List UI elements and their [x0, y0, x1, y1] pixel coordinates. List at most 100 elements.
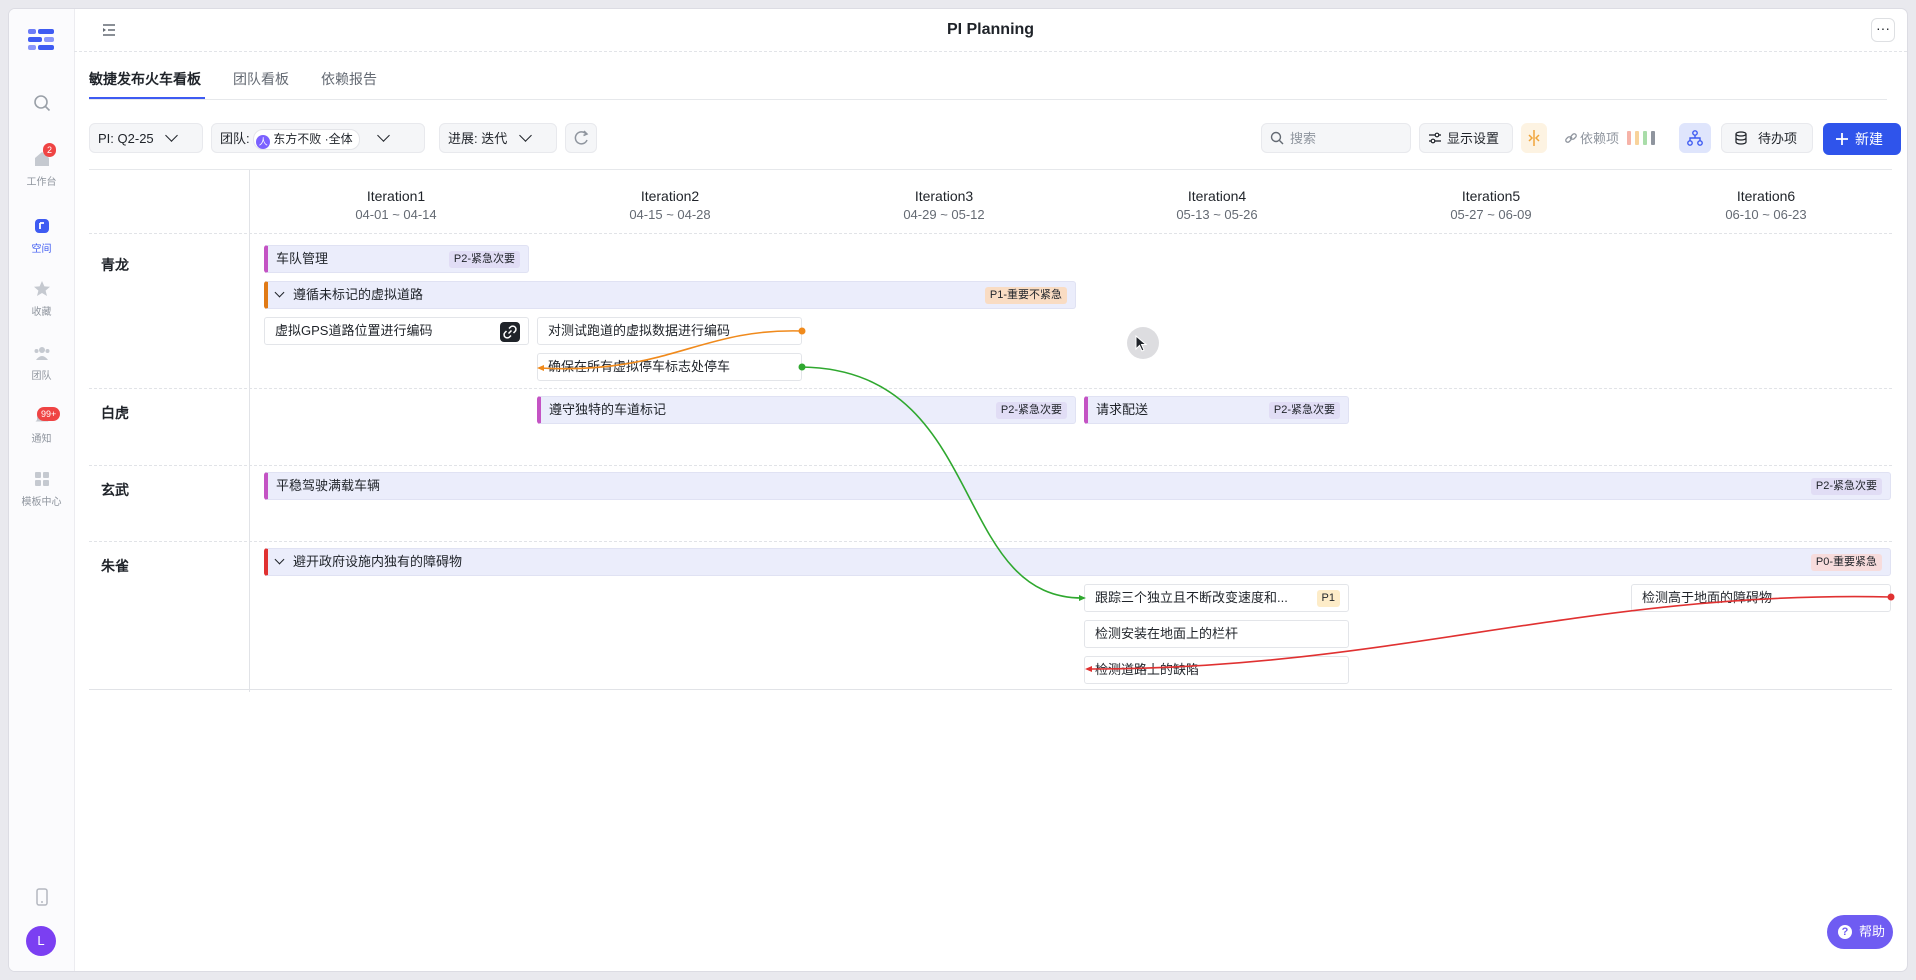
feature-bar[interactable]: 遵守独特的车道标记 P2-紧急次要: [537, 396, 1076, 424]
hierarchy-toggle[interactable]: [1679, 123, 1711, 153]
pi-select[interactable]: PI: Q2-25: [89, 123, 203, 153]
team-label: 团队:: [220, 131, 250, 146]
sidebar-item-label: 空间: [31, 244, 52, 255]
template-icon: [34, 472, 49, 486]
feature-bar[interactable]: 请求配送 P2-紧急次要: [1084, 396, 1349, 424]
sidebar-item-workbench[interactable]: 工作台 2: [9, 143, 74, 188]
feature-title: 遵循未标记的虚拟道路: [293, 287, 424, 302]
sidebar-item-space[interactable]: 空间: [9, 216, 74, 255]
sidebar-item-notifications[interactable]: 通知 99+: [9, 406, 74, 445]
chevron-down-icon[interactable]: [274, 554, 285, 565]
star-icon: [33, 281, 50, 296]
progress-value: 迭代: [481, 131, 508, 146]
more-options-button[interactable]: ···: [1871, 18, 1895, 42]
pi-board: Iteration1 04-01 ~ 04-14 Iteration2 04-1…: [89, 169, 1895, 692]
team-label: 朱雀: [101, 558, 129, 574]
chevron-down-icon: [165, 129, 179, 142]
priority-tag: P2-紧急次要: [1810, 478, 1882, 495]
feature-title: 平稳驾驶满载车辆: [276, 478, 381, 493]
priority-tag: P2-紧急次要: [448, 251, 520, 268]
view-tabs: 敏捷发布火车看板 团队看板 依赖报告: [89, 51, 1887, 100]
story-card[interactable]: 跟踪三个独立且不断改变速度和... P1: [1084, 584, 1349, 612]
story-title: 检测安装在地面上的栏杆: [1095, 626, 1239, 641]
team-chip: 人东方不败 ·全体: [253, 129, 360, 150]
backlog-button[interactable]: 待办项: [1721, 123, 1813, 153]
story-title: 虚拟GPS道路位置进行编码: [275, 323, 433, 338]
chevron-down-icon[interactable]: [274, 287, 285, 298]
mobile-icon[interactable]: [9, 887, 74, 907]
iteration-name: Iteration6: [1736, 188, 1796, 204]
app-window: 工作台 2 空间 收藏 团队 通知 99+ 模板中心 L: [9, 9, 1907, 971]
space-icon: [34, 219, 49, 233]
progress-select[interactable]: 进展: 迭代: [439, 123, 557, 153]
iteration-name: Iteration2: [640, 188, 700, 204]
refresh-button[interactable]: [565, 123, 597, 153]
new-button[interactable]: 新建: [1823, 123, 1901, 155]
pi-value: Q2-25: [117, 131, 154, 146]
story-card[interactable]: 虚拟GPS道路位置进行编码: [264, 317, 529, 345]
link-icon: [1565, 133, 1577, 143]
story-title: 跟踪三个独立且不断改变速度和...: [1095, 590, 1288, 605]
team-icon: [34, 347, 49, 360]
dependency-legend-icon: [1626, 131, 1655, 145]
app-logo-icon[interactable]: [26, 26, 56, 52]
feature-title: 请求配送: [1096, 402, 1149, 417]
priority-tag: P1-重要不紧急: [984, 287, 1067, 304]
tab-dependency-report[interactable]: 依赖报告: [321, 71, 377, 87]
priority-tag: P1: [1316, 590, 1340, 607]
search-icon: [1270, 131, 1284, 145]
iteration-header: Iteration3 04-29 ~ 05-12: [809, 188, 1079, 222]
priority-tag: P2-紧急次要: [995, 402, 1067, 419]
team-label: 玄武: [101, 482, 129, 498]
sidebar-toggle-icon[interactable]: [100, 21, 118, 39]
avatar[interactable]: L: [26, 926, 56, 956]
mouse-cursor-icon: [1135, 335, 1148, 352]
notification-badge: 99+: [37, 407, 61, 421]
feature-bar[interactable]: 遵循未标记的虚拟道路 P1-重要不紧急: [264, 281, 1076, 309]
team-select[interactable]: 团队: 人东方不败 ·全体: [211, 123, 425, 153]
display-settings-label: 显示设置: [1447, 131, 1500, 146]
feature-title: 遵守独特的车道标记: [549, 402, 667, 417]
sidebar-item-templates[interactable]: 模板中心: [9, 469, 74, 508]
dependency-label: 依赖项: [1580, 131, 1620, 146]
question-icon: ?: [1838, 925, 1852, 939]
iteration-dates: 04-15 ~ 04-28: [629, 207, 711, 222]
story-title: 对测试跑道的虚拟数据进行编码: [548, 323, 731, 338]
story-card[interactable]: 检测道路上的缺陷: [1084, 656, 1349, 684]
search-icon[interactable]: [9, 93, 74, 113]
story-card[interactable]: 检测安装在地面上的栏杆: [1084, 620, 1349, 648]
story-card[interactable]: 对测试跑道的虚拟数据进行编码: [537, 317, 802, 345]
search-input[interactable]: 搜索: [1261, 123, 1411, 153]
row-divider: [89, 689, 1892, 691]
feature-bar[interactable]: 平稳驾驶满载车辆 P2-紧急次要: [264, 472, 1891, 500]
progress-label: 进展:: [448, 131, 478, 146]
story-card[interactable]: 确保在所有虚拟停车标志处停车: [537, 353, 802, 381]
sidebar-item-label: 团队: [31, 371, 52, 382]
refresh-icon: [574, 130, 589, 145]
help-button[interactable]: ? 帮助: [1827, 915, 1893, 949]
milestone-toggle[interactable]: [1521, 123, 1547, 153]
sidebar-item-team[interactable]: 团队: [9, 343, 74, 382]
link-icon[interactable]: [500, 322, 520, 342]
sliders-icon: [1429, 132, 1441, 144]
story-card[interactable]: 检测高于地面的障碍物: [1631, 584, 1891, 612]
iteration-header: Iteration6 06-10 ~ 06-23: [1631, 188, 1901, 222]
team-value: 东方不败 ·全体: [273, 132, 353, 146]
tab-team-board[interactable]: 团队看板: [233, 71, 289, 87]
feature-bar[interactable]: 避开政府设施内独有的障碍物 P0-重要紧急: [264, 548, 1891, 576]
display-settings-button[interactable]: 显示设置: [1419, 123, 1513, 153]
iteration-header: Iteration2 04-15 ~ 04-28: [535, 188, 805, 222]
pi-label: PI:: [98, 131, 114, 146]
sidebar-item-label: 模板中心: [21, 497, 62, 508]
sidebar-item-favorites[interactable]: 收藏: [9, 279, 74, 318]
feature-bar[interactable]: 车队管理 P2-紧急次要: [264, 245, 529, 273]
row-divider: [89, 465, 1892, 467]
active-tab-indicator: [89, 97, 205, 99]
iteration-dates: 04-01 ~ 04-14: [355, 207, 437, 222]
tab-art-board[interactable]: 敏捷发布火车看板: [89, 71, 201, 87]
dependency-toggle[interactable]: 依赖项: [1555, 123, 1661, 153]
team-label: 白虎: [101, 405, 129, 421]
story-title: 确保在所有虚拟停车标志处停车: [548, 359, 731, 374]
iteration-name: Iteration1: [366, 188, 426, 204]
story-title: 检测道路上的缺陷: [1095, 662, 1200, 677]
